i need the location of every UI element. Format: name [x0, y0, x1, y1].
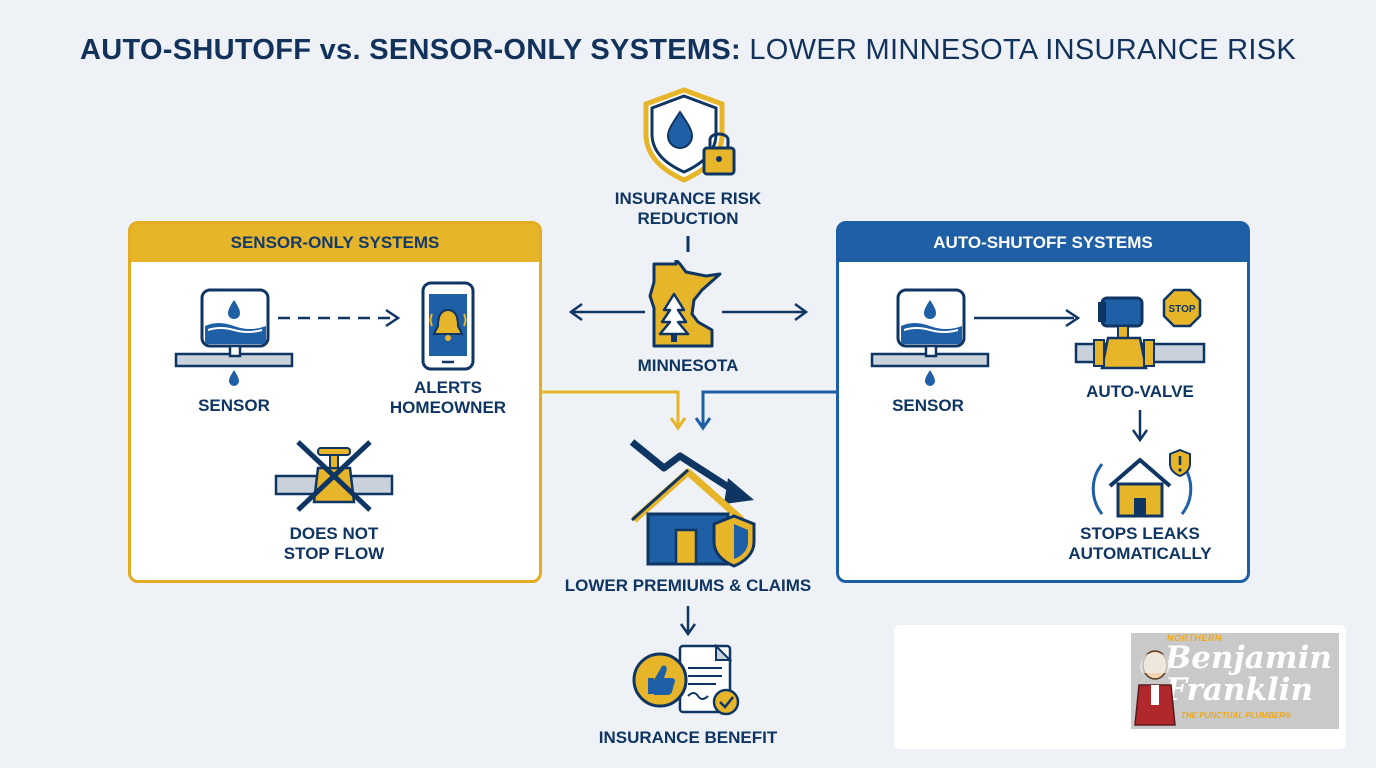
- dashed-arrow: [278, 308, 401, 328]
- arrow-right-head: [794, 302, 809, 322]
- logo-northern: NORTHERN: [1167, 633, 1222, 643]
- franklin-mascot-icon: [1134, 650, 1176, 726]
- crossed-valve-icon: [274, 440, 394, 512]
- sensor-icon-left: [174, 288, 294, 386]
- alerts-homeowner-label: ALERTS HOMEOWNER: [389, 378, 507, 417]
- does-not-stop-flow-label: DOES NOT STOP FLOW: [283, 524, 385, 563]
- valve-down-arrow: [1131, 410, 1149, 442]
- stop-sign-text: STOP: [1168, 304, 1195, 315]
- lower-premiums-label: LOWER PREMIUMS & CLAIMS: [564, 576, 812, 595]
- right-sensor-label: SENSOR: [892, 396, 964, 415]
- title-bold: AUTO-SHUTOFF vs. SENSOR-ONLY SYSTEMS:: [79, 34, 741, 66]
- page-title: AUTO-SHUTOFF vs. SENSOR-ONLY SYSTEMS: LO…: [0, 34, 1376, 67]
- insurance-benefit-label: INSURANCE BENEFIT: [598, 728, 778, 747]
- sensor-icon-right: [870, 288, 990, 386]
- arrow-left-head: [568, 302, 583, 322]
- solid-arrow: [974, 308, 1081, 328]
- minnesota-map-icon: [648, 260, 722, 348]
- stops-leaks-label: STOPS LEAKS AUTOMATICALLY: [1068, 524, 1212, 563]
- auto-valve-icon: STOP: [1074, 288, 1206, 370]
- phone-bell-icon: [421, 281, 475, 371]
- sensor-only-header: SENSOR-ONLY SYSTEMS: [131, 224, 539, 262]
- gold-connector: [542, 390, 680, 426]
- blue-connector: [701, 390, 836, 426]
- title-regular: LOWER MINNESOTA INSURANCE RISK: [749, 34, 1297, 66]
- benjamin-franklin-logo: NORTHERN Benjamin Franklin THE PUNCTUAL …: [1131, 633, 1339, 729]
- insurance-risk-label: INSURANCE RISK REDUCTION: [614, 189, 762, 228]
- blue-connector-head: [694, 417, 712, 431]
- left-sensor-label: SENSOR: [198, 396, 270, 415]
- logo-franklin: Franklin: [1165, 672, 1313, 708]
- sensor-only-panel: SENSOR-ONLY SYSTEMS: [128, 221, 542, 583]
- arrow-down-head: [679, 623, 697, 637]
- auto-shutoff-panel: AUTO-SHUTOFF SYSTEMS: [836, 221, 1250, 583]
- protected-house-icon: [1091, 448, 1193, 518]
- logo-tagline: THE PUNCTUAL PLUMBER®: [1181, 711, 1291, 720]
- auto-valve-label: AUTO-VALVE: [1086, 382, 1194, 401]
- auto-shutoff-header: AUTO-SHUTOFF SYSTEMS: [839, 224, 1247, 262]
- minnesota-label: MINNESOTA: [637, 356, 739, 375]
- logo-benjamin: Benjamin: [1165, 640, 1332, 676]
- shield-lock-icon: [643, 87, 736, 183]
- house-premiums-icon: [629, 439, 756, 568]
- insurance-benefit-icon: [632, 643, 740, 716]
- gold-connector-head: [669, 417, 687, 431]
